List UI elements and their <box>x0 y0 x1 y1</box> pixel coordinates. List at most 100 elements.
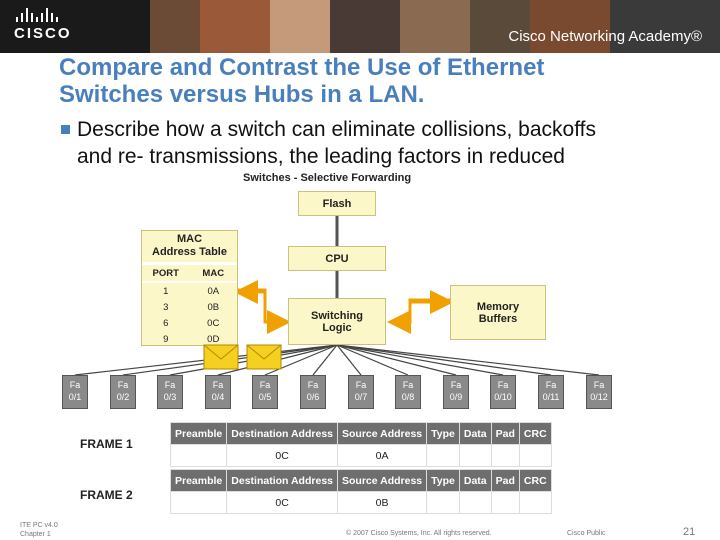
academy-name: Cisco Networking Academy® <box>508 28 702 45</box>
port-number-label: 0/6 <box>306 392 320 402</box>
port-type-label: Fa <box>69 380 81 390</box>
slide-title-line-2: Switches versus Hubs in a LAN. <box>59 81 425 108</box>
mac-port-cell: 6 <box>163 317 169 329</box>
value-crc <box>518 491 552 514</box>
footer-copyright: © 2007 Cisco Systems, Inc. All rights re… <box>346 530 492 537</box>
port-fa-0-6: Fa 0/6 <box>300 375 326 409</box>
port-fa-0-10: Fa 0/10 <box>490 375 516 409</box>
port-number-label: 0/11 <box>542 392 560 402</box>
port-connector-line <box>264 344 338 376</box>
banner-photo <box>270 0 330 53</box>
bullet-line-2: and re- transmissions, the leading facto… <box>77 145 565 168</box>
mac-table-row: 6 0C <box>142 315 237 331</box>
field-crc: CRC <box>518 469 552 492</box>
mac-table-row: 1 0A <box>142 283 237 299</box>
port-type-label: Fa <box>355 380 367 390</box>
port-connector-line <box>336 344 552 376</box>
frame-envelope-icon <box>246 344 282 370</box>
value-destination: 0C <box>226 444 338 467</box>
footer-course-line-1: ITE PC v4.0 <box>20 522 58 529</box>
field-crc: CRC <box>518 422 552 445</box>
value-pad <box>490 491 520 514</box>
mac-table-title-line-2: Address Table <box>152 246 227 258</box>
header-banner: CISCO Cisco Networking Academy® <box>0 0 720 53</box>
frame-value-row: 0C 0A <box>169 444 552 467</box>
mac-table-title: MAC Address Table <box>142 231 237 265</box>
field-type: Type <box>426 469 460 492</box>
banner-photo <box>530 0 610 53</box>
port-connector-line <box>336 344 504 376</box>
port-type-label: Fa <box>593 380 605 390</box>
cisco-logo: CISCO <box>14 8 72 42</box>
port-fa-0-11: Fa 0/11 <box>538 375 564 409</box>
port-connector-line <box>336 344 362 376</box>
value-pad <box>490 444 520 467</box>
port-connector-line <box>336 344 600 376</box>
cpu-label: CPU <box>325 252 349 265</box>
port-number-label: 0/12 <box>590 392 608 402</box>
slide-title-line-1: Compare and Contrast the Use of Ethernet <box>59 54 545 81</box>
mac-address-table: MAC Address Table PORT MAC 1 0A 3 0B 6 0… <box>141 230 238 346</box>
bullet-square-icon <box>61 125 70 134</box>
banner-photo <box>400 0 470 53</box>
frame-value-row: 0C 0B <box>169 491 552 514</box>
value-data <box>458 491 492 514</box>
mac-table-row: 3 0B <box>142 299 237 315</box>
footer-course: ITE PC v4.0 Chapter 1 <box>20 521 58 539</box>
cisco-wordmark: CISCO <box>14 25 72 42</box>
frame-header-row: Preamble Destination Address Source Addr… <box>169 469 552 492</box>
banner-photo <box>610 0 720 53</box>
frame-2-table: Preamble Destination Address Source Addr… <box>169 469 552 514</box>
port-fa-0-8: Fa 0/8 <box>395 375 421 409</box>
port-type-label: Fa <box>259 380 271 390</box>
port-connector-line <box>312 344 338 376</box>
cisco-bars-icon <box>16 8 72 22</box>
port-type-label: Fa <box>212 380 224 390</box>
port-number-label: 0/10 <box>494 392 512 402</box>
port-number-label: 0/2 <box>116 392 130 402</box>
switching-logic-line-2: Logic <box>322 321 352 334</box>
memory-buffers-line-1: Memory <box>476 300 520 313</box>
field-preamble: Preamble <box>169 422 228 445</box>
field-destination: Destination Address <box>226 469 338 492</box>
field-destination: Destination Address <box>226 422 338 445</box>
slide-title: Compare and Contrast the Use of Ethernet… <box>59 54 544 108</box>
mac-port-cell: 3 <box>163 301 169 313</box>
port-fa-0-12: Fa 0/12 <box>586 375 612 409</box>
mac-address-cell: 0D <box>207 333 220 345</box>
mac-port-cell: 9 <box>163 333 169 345</box>
port-number-label: 0/8 <box>401 392 415 402</box>
diagram-title: Switches - Selective Forwarding <box>243 172 412 184</box>
port-number-label: 0/3 <box>163 392 177 402</box>
value-preamble <box>169 444 228 467</box>
switching-logic-box: Switching Logic <box>288 298 386 345</box>
mac-table-col-mac: MAC <box>202 267 225 279</box>
port-type-label: Fa <box>402 380 414 390</box>
mac-table-col-port: PORT <box>152 267 179 279</box>
footer-classification: Cisco Public <box>567 530 606 537</box>
flash-box: Flash <box>298 191 376 216</box>
mac-port-cell: 1 <box>163 285 169 297</box>
frame-header-row: Preamble Destination Address Source Addr… <box>169 422 552 445</box>
port-connector-line <box>336 344 457 376</box>
value-crc <box>518 444 552 467</box>
port-connector-line <box>336 344 409 376</box>
field-data: Data <box>458 469 492 492</box>
port-number-label: 0/7 <box>354 392 368 402</box>
mac-address-cell: 0A <box>207 285 220 297</box>
bullet-point: Describe how a switch can eliminate coll… <box>59 116 699 170</box>
switching-logic-line-1: Switching <box>311 309 363 322</box>
footer-course-line-2: Chapter 1 <box>20 531 51 538</box>
port-type-label: Fa <box>545 380 557 390</box>
banner-photo <box>200 0 270 53</box>
flash-label: Flash <box>322 197 352 210</box>
port-type-label: Fa <box>307 380 319 390</box>
port-type-label: Fa <box>497 380 509 390</box>
port-type-label: Fa <box>450 380 462 390</box>
cpu-box: CPU <box>288 246 386 271</box>
field-source: Source Address <box>336 422 428 445</box>
